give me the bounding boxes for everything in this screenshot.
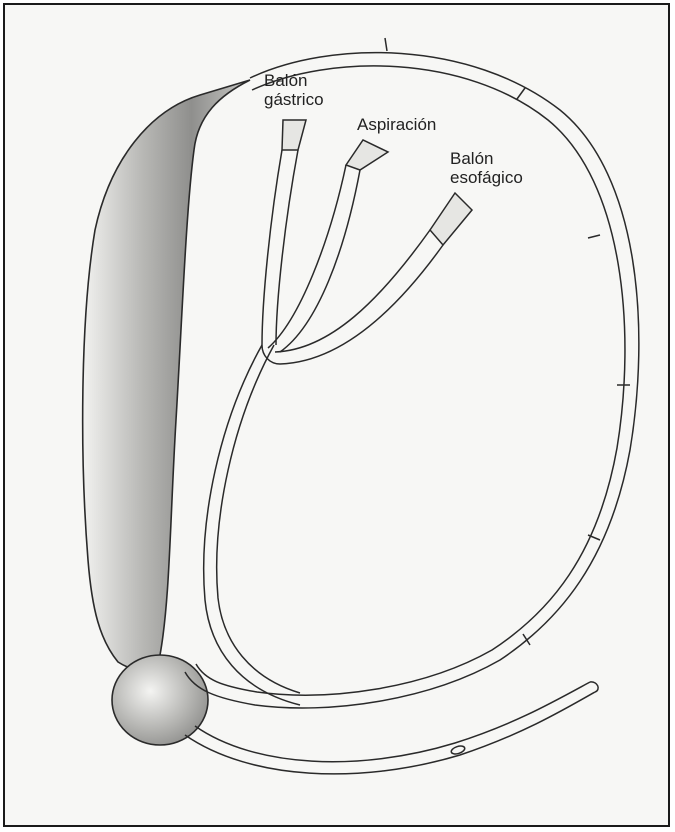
- gastric-balloon-shape: [112, 655, 208, 745]
- inner-tube: [204, 345, 300, 705]
- esophageal-port-funnel: [430, 193, 472, 245]
- label-aspiration-line1: Aspiración: [357, 115, 436, 134]
- label-esophageal-balloon-line2: esofágico: [450, 168, 523, 187]
- label-gastric-balloon-line1: Balón: [264, 71, 324, 90]
- aspiration-port-funnel: [346, 140, 388, 170]
- label-gastric-balloon: Balón gástrico: [264, 71, 324, 109]
- branch-tubes: [262, 150, 443, 364]
- label-esophageal-balloon-line1: Balón: [450, 149, 523, 168]
- esophageal-balloon-shape: [83, 80, 250, 670]
- port-funnels: [282, 120, 472, 245]
- label-aspiration: Aspiración: [357, 115, 436, 134]
- gastric-port-funnel: [282, 120, 306, 150]
- label-gastric-balloon-line2: gástrico: [264, 90, 324, 109]
- label-esophageal-balloon: Balón esofágico: [450, 149, 523, 187]
- main-tube: [185, 38, 639, 708]
- distal-tube: [185, 682, 598, 774]
